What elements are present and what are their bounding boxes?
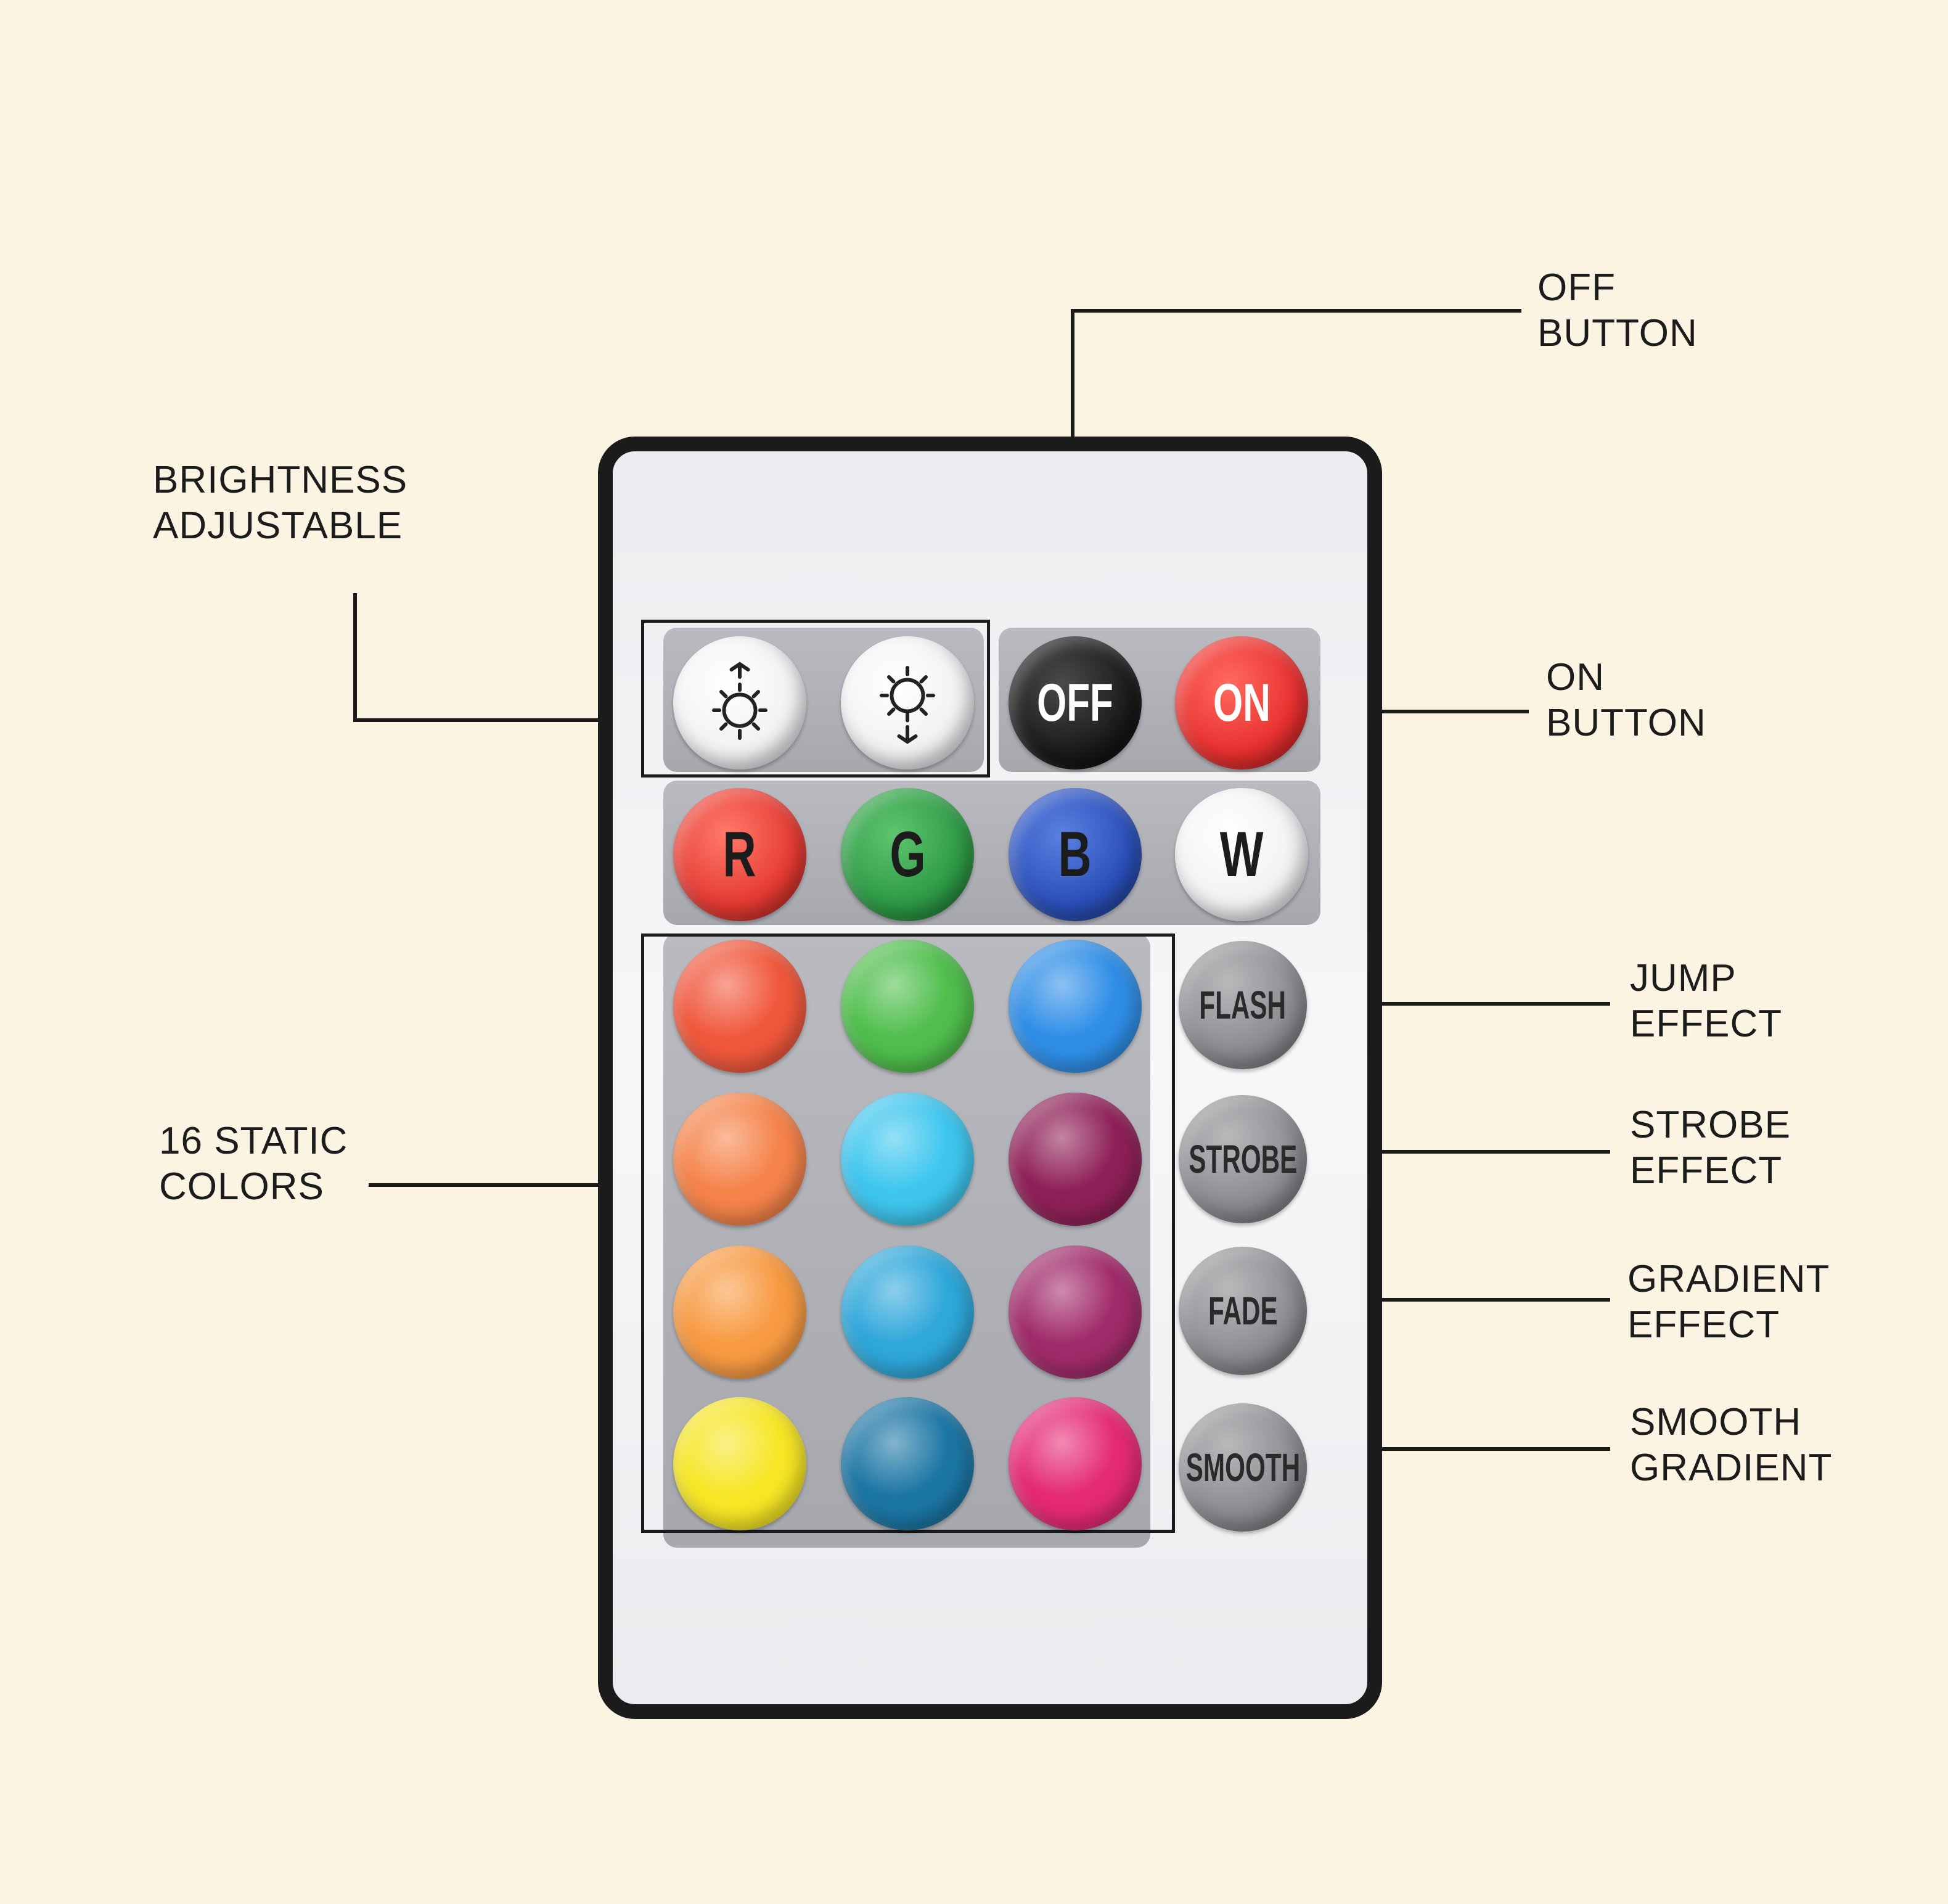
color-button-7[interactable] xyxy=(673,1245,806,1379)
color-button-9[interactable] xyxy=(1009,1245,1142,1379)
brightness-down-button[interactable] xyxy=(841,636,974,769)
strobe-callout-line2: EFFECT xyxy=(1630,1149,1783,1192)
color-button-6[interactable] xyxy=(1009,1093,1142,1226)
red-channel-label: R xyxy=(722,818,757,890)
gradient-callout-line1: GRADIENT xyxy=(1627,1258,1830,1300)
jump-callout-line2: EFFECT xyxy=(1630,1003,1783,1045)
fade-button[interactable]: FADE xyxy=(1179,1247,1307,1375)
fade-button-label: FADE xyxy=(1208,1289,1278,1333)
smooth-button-label: SMOOTH xyxy=(1185,1445,1300,1490)
smooth-callout-line1: SMOOTH xyxy=(1630,1401,1802,1443)
color-button-2[interactable] xyxy=(841,940,974,1073)
strobe-callout: STROBE EFFECT xyxy=(1630,1102,1791,1194)
brightness-callout: BRIGHTNESS ADJUSTABLE xyxy=(153,458,407,549)
brightness-up-button[interactable] xyxy=(673,636,806,769)
color-button-12[interactable] xyxy=(1009,1397,1142,1530)
color-button-4[interactable] xyxy=(673,1093,806,1226)
off-button-label: OFF xyxy=(1037,673,1113,732)
static-colors-callout-line2: COLORS xyxy=(159,1165,324,1208)
brightness-leader xyxy=(353,593,644,722)
brightness-highlight-frame xyxy=(641,620,990,778)
gradient-callout: GRADIENT EFFECT xyxy=(1627,1257,1830,1348)
off-callout-line1: OFF xyxy=(1537,266,1616,309)
gradient-callout-line2: EFFECT xyxy=(1627,1303,1780,1346)
jump-callout-line1: JUMP xyxy=(1630,957,1737,999)
static-colors-highlight-frame xyxy=(641,934,1175,1533)
jump-callout: JUMP EFFECT xyxy=(1630,956,1782,1047)
off-button[interactable]: OFF xyxy=(1009,636,1142,769)
green-channel-button[interactable]: G xyxy=(841,788,974,921)
white-channel-label: W xyxy=(1219,818,1264,890)
strobe-callout-line1: STROBE xyxy=(1630,1104,1791,1146)
blue-channel-label: B xyxy=(1058,818,1092,890)
on-button[interactable]: ON xyxy=(1175,636,1308,769)
on-callout: ON BUTTON xyxy=(1546,655,1706,746)
brightness-callout-line1: BRIGHTNESS xyxy=(153,459,408,501)
white-channel-button[interactable]: W xyxy=(1175,788,1308,921)
color-button-11[interactable] xyxy=(841,1397,974,1530)
green-channel-label: G xyxy=(889,818,926,890)
brightness-up-icon xyxy=(712,662,767,740)
color-button-1[interactable] xyxy=(673,940,806,1073)
color-button-3[interactable] xyxy=(1009,940,1142,1073)
off-callout-line2: BUTTON xyxy=(1537,312,1698,355)
smooth-callout: SMOOTH GRADIENT xyxy=(1630,1400,1832,1491)
on-callout-line2: BUTTON xyxy=(1546,702,1706,744)
flash-button-label: FLASH xyxy=(1199,983,1287,1027)
color-button-8[interactable] xyxy=(841,1245,974,1379)
strobe-button-label: STROBE xyxy=(1188,1137,1298,1181)
strobe-button[interactable]: STROBE xyxy=(1179,1095,1307,1223)
color-button-10[interactable] xyxy=(673,1397,806,1530)
brightness-callout-line2: ADJUSTABLE xyxy=(153,504,403,547)
on-callout-line1: ON xyxy=(1546,656,1605,699)
brightness-down-icon xyxy=(880,666,935,744)
smooth-button[interactable]: SMOOTH xyxy=(1179,1403,1307,1532)
color-button-5[interactable] xyxy=(841,1093,974,1226)
off-callout: OFF BUTTON xyxy=(1537,265,1698,356)
red-channel-button[interactable]: R xyxy=(673,788,806,921)
blue-channel-button[interactable]: B xyxy=(1009,788,1142,921)
static-colors-callout: 16 STATIC COLORS xyxy=(159,1118,348,1210)
static-colors-callout-line1: 16 STATIC xyxy=(159,1120,348,1162)
on-button-label: ON xyxy=(1213,673,1271,732)
smooth-callout-line2: GRADIENT xyxy=(1630,1446,1833,1489)
flash-button[interactable]: FLASH xyxy=(1179,941,1307,1069)
